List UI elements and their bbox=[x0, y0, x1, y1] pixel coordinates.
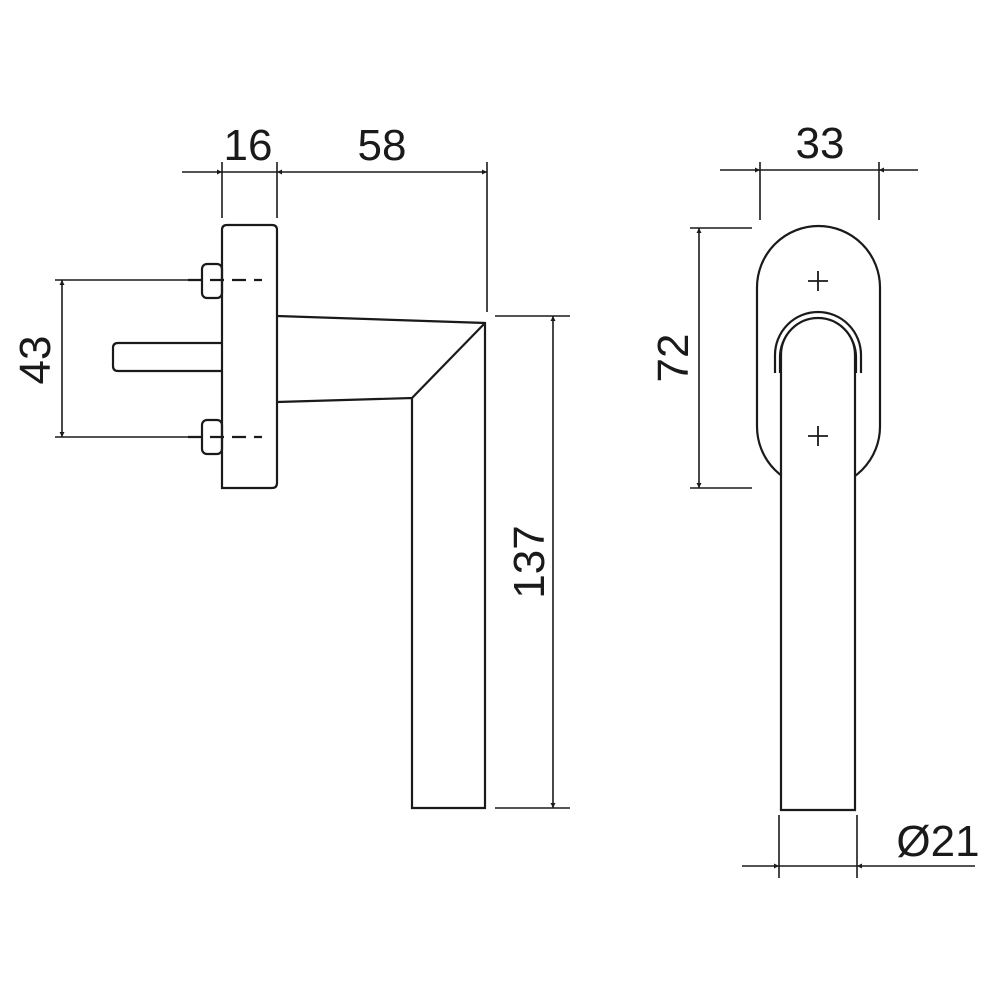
dim-label-72: 72 bbox=[649, 334, 698, 383]
dim-label-43: 43 bbox=[11, 336, 60, 385]
front-view bbox=[755, 224, 882, 812]
neck-ring-outer bbox=[773, 310, 863, 373]
handle-bevel-edge bbox=[411, 322, 486, 399]
spindle bbox=[111, 341, 222, 373]
rose-plate bbox=[220, 223, 279, 490]
grip-body bbox=[779, 316, 857, 812]
side-view bbox=[111, 223, 487, 810]
front-view-dimensions bbox=[690, 162, 975, 878]
dim-label-137: 137 bbox=[505, 525, 554, 598]
dim-label-16: 16 bbox=[224, 121, 273, 170]
side-view-dimensions bbox=[55, 162, 570, 809]
dim-label-33: 33 bbox=[796, 119, 845, 168]
screw-mark-bottom bbox=[808, 426, 828, 446]
dim-label-58: 58 bbox=[358, 121, 407, 170]
screw-mark-top bbox=[808, 271, 828, 291]
handle-lever bbox=[276, 314, 487, 810]
dim-label-21: Ø21 bbox=[896, 817, 979, 866]
